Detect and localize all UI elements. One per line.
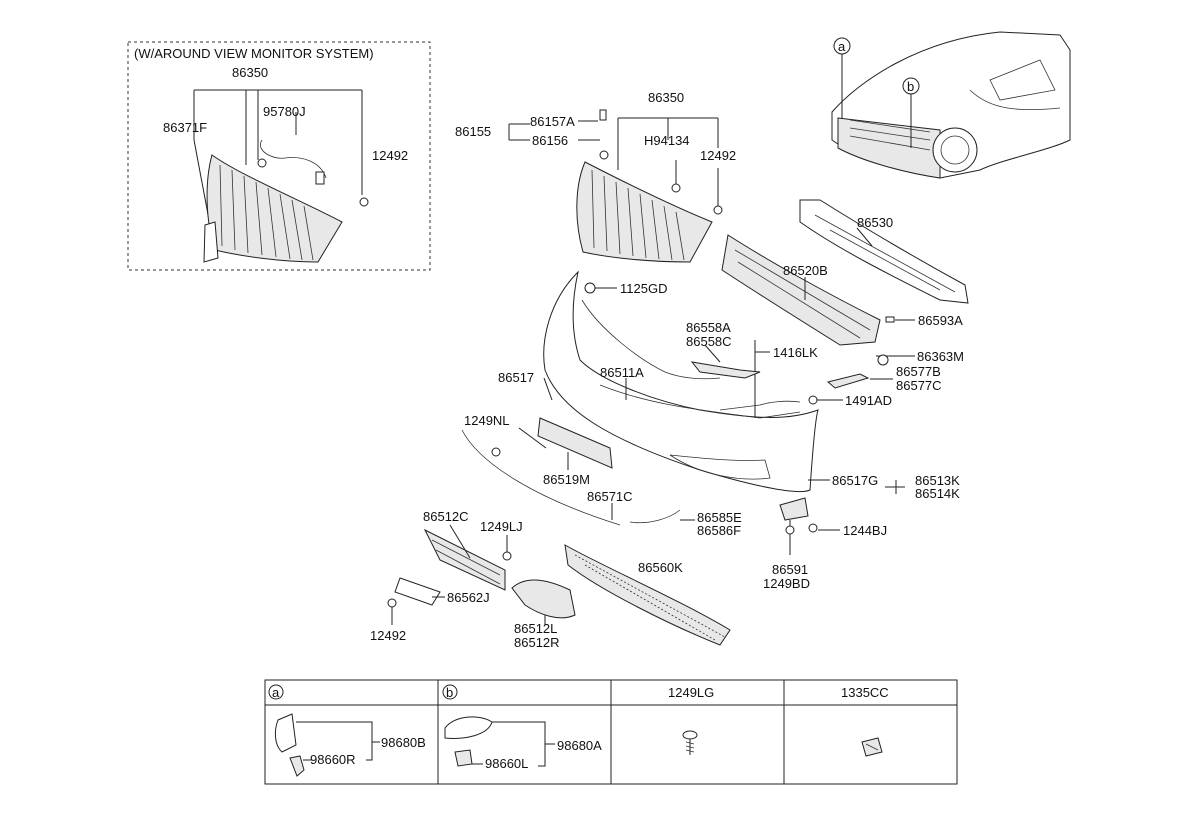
label-86512C: 86512C [423,509,469,524]
bracket-86591 [779,497,809,521]
car-sketch [831,31,1071,179]
option-box [127,41,431,271]
label-86155: 86155 [455,124,491,139]
label-98660R: 98660R [310,752,356,767]
label-86156: 86156 [532,133,568,148]
label-98680A: 98680A [557,738,602,753]
label-12492-b: 12492 [370,628,406,643]
label-86512L: 86512L [514,621,557,636]
plate-86562J [394,577,441,606]
label-86520B: 86520B [783,263,828,278]
table-header-1335CC: 1335CC [841,685,889,700]
box-grille [203,139,369,263]
grille [576,109,723,263]
table-header-1249LG: 1249LG [668,685,714,700]
label-1249BD: 1249BD [763,576,810,591]
label-95780J: 95780J [263,104,306,119]
label-86513K: 86513K [915,473,960,488]
beam-86530 [799,199,969,304]
label-86562J: 86562J [447,590,490,605]
label-12492-a: 12492 [700,148,736,163]
grille-lower-86560K [564,544,731,646]
label-86350: 86350 [648,90,684,105]
label-86591: 86591 [772,562,808,577]
label-86571C: 86571C [587,489,633,504]
label-86511A: 86511A [600,365,644,380]
label-98680B: 98680B [381,735,426,750]
label-1249LJ: 1249LJ [480,519,523,534]
label-86530: 86530 [857,215,893,230]
callout-b: b [907,79,914,94]
box-leaders [193,89,363,226]
option-box-title: (W/AROUND VIEW MONITOR SYSTEM) [134,46,374,61]
grille-leaders [508,117,719,206]
screw-1249LG-icon [682,730,698,755]
label-86517: 86517 [498,370,534,385]
label-86514K: 86514K [915,486,960,501]
label-86577C: 86577C [896,378,942,393]
label-1491AD: 1491AD [845,393,892,408]
label-86371F: 86371F [163,120,207,135]
label-86560K: 86560K [638,560,683,575]
parts-table [264,679,958,785]
label-86593A: 86593A [918,313,963,328]
bracket-86519M [537,417,613,469]
label-86558C: 86558C [686,334,732,349]
label-86558A: 86558A [686,320,731,335]
label-1416LK: 1416LK [773,345,818,360]
strip-86585E [629,509,681,524]
strip-86571C [461,429,621,526]
clip-1335CC-icon [861,737,883,757]
garnish-86512L [511,579,576,625]
callout-a: a [838,39,846,54]
absorber-86520B [721,234,881,346]
label-12492-box: 12492 [372,148,408,163]
label-1125GD: 1125GD [620,281,667,296]
label-86363M: 86363M [917,349,964,364]
label-H94134: H94134 [644,133,690,148]
table-header-b: b [446,685,453,700]
table-header-a: a [272,685,280,700]
label-86512R: 86512R [514,635,560,650]
label-86586F: 86586F [697,523,741,538]
label-1244BJ: 1244BJ [843,523,887,538]
label-98660L: 98660L [485,756,528,771]
label-86350-box: 86350 [232,65,268,80]
cell-a-parts [274,713,380,777]
label-86157A: 86157A [530,114,575,129]
cell-b-parts [444,716,555,767]
label-86519M: 86519M [543,472,590,487]
bracket-86577 [826,373,870,389]
label-86577B: 86577B [896,364,941,379]
bumper-cover [543,270,819,493]
label-86517G: 86517G [832,473,878,488]
garnish-86512C [423,524,506,591]
label-86585E: 86585E [697,510,742,525]
bracket-86558 [690,361,761,379]
label-1249NL: 1249NL [464,413,510,428]
